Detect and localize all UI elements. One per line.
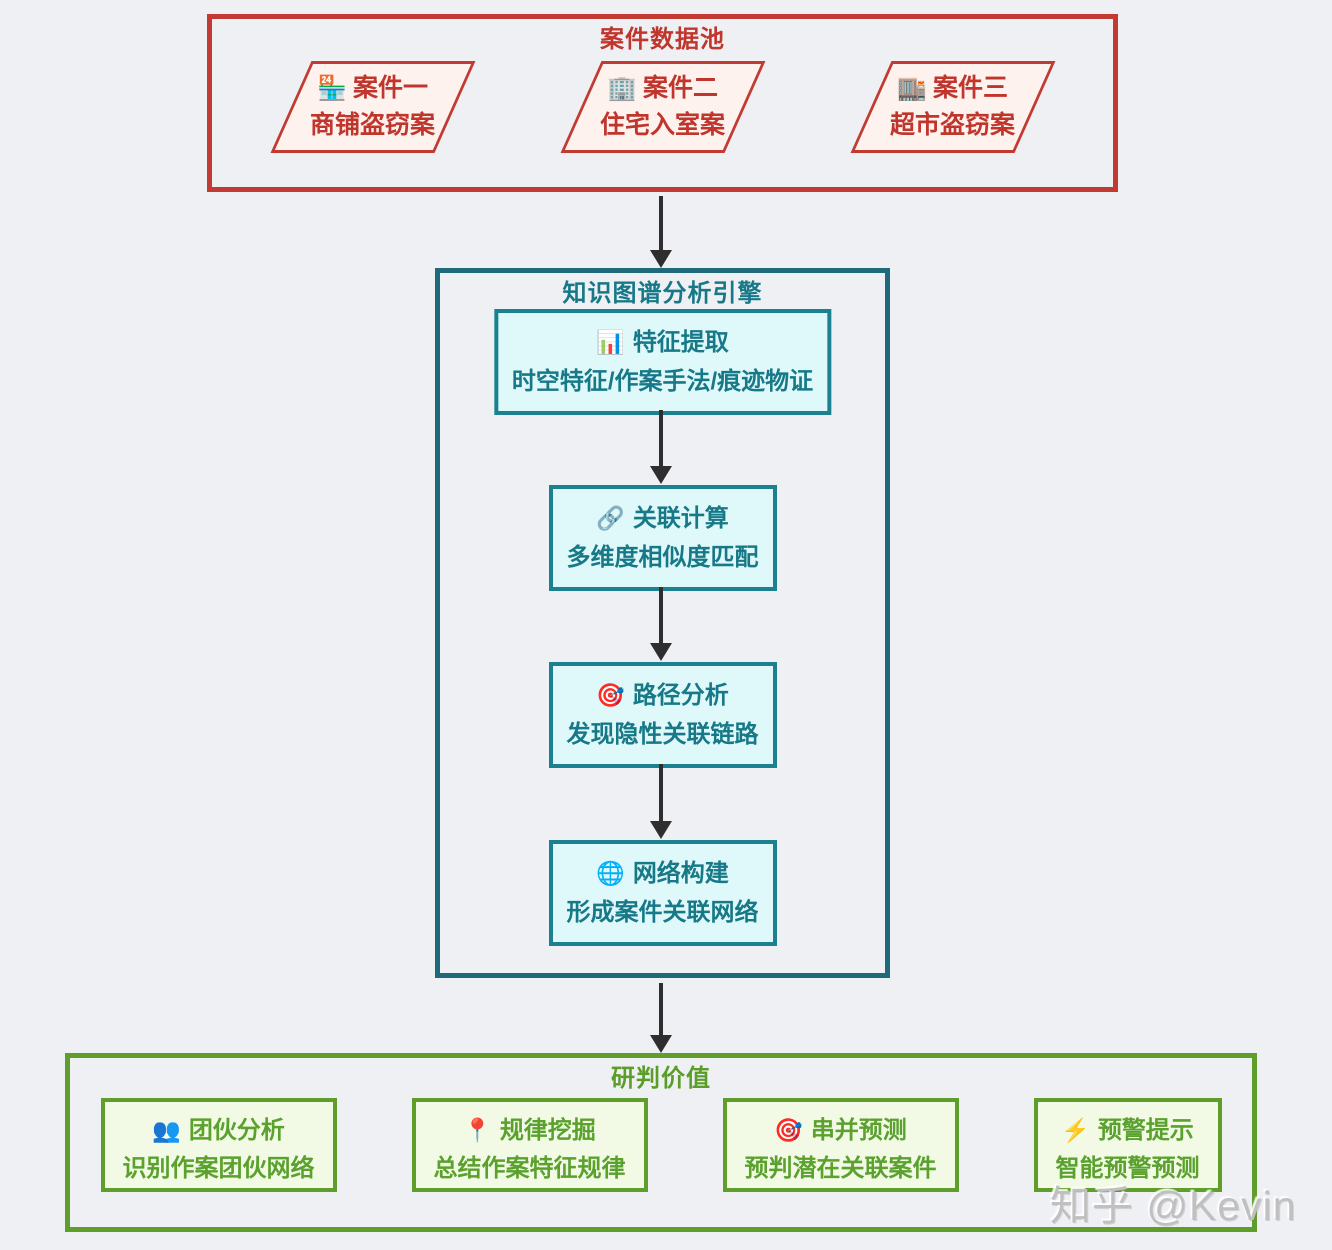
arrow-head-icon bbox=[650, 466, 672, 484]
value-pattern-mining-title-line: 📍 规律挖掘 bbox=[434, 1111, 626, 1150]
case-node-3: 🏬案件三 超市盗窃案 bbox=[847, 61, 1059, 153]
bar-chart-icon: 📊 bbox=[596, 329, 625, 355]
step-feature-extraction-title: 特征提取 bbox=[632, 329, 729, 356]
arrow-head-icon bbox=[650, 250, 672, 268]
case-node-3-title-line: 🏬案件三 bbox=[897, 70, 1008, 107]
arrow-head-icon bbox=[650, 1035, 672, 1053]
step-path-analysis-title-line: 🎯 路径分析 bbox=[567, 676, 759, 715]
analysis-value-container: 研判价值 👥 团伙分析 识别作案团伙网络 📍 规律挖掘 总结作案特征规律 🎯 串并预测… bbox=[65, 1053, 1257, 1232]
step-path-analysis-title: 路径分析 bbox=[632, 682, 729, 709]
value-warning-alert: ⚡ 预警提示 智能预警预测 bbox=[1033, 1098, 1222, 1192]
case-node-2-title-line: 🏢案件二 bbox=[607, 70, 718, 107]
arrow-engine-to-value bbox=[649, 983, 673, 1053]
target-icon: 🎯 bbox=[774, 1117, 803, 1143]
department-store-icon: 🏬 bbox=[897, 75, 927, 102]
zhihu-watermark: 知乎 @Kevin bbox=[1050, 1183, 1297, 1229]
arrow-shaft bbox=[659, 587, 663, 643]
case-data-pool-container: 案件数据池 🏪案件一 商铺盗窃案 🏢案件二 住宅入室案 🏬案件三 超市盗窃案 bbox=[207, 14, 1118, 192]
arrow-step1-to-step2 bbox=[649, 410, 673, 484]
link-icon: 🔗 bbox=[596, 505, 625, 531]
step-network-construction-subtitle: 形成案件关联网络 bbox=[566, 899, 759, 926]
step-feature-extraction-subtitle: 时空特征/作案手法/痕迹物证 bbox=[511, 368, 814, 395]
case-node-1: 🏪案件一 商铺盗窃案 bbox=[267, 61, 479, 153]
analysis-engine-container: 知识图谱分析引擎 📊 特征提取 时空特征/作案手法/痕迹物证 🔗 关联计算 多维度相… bbox=[435, 268, 890, 978]
arrow-step2-to-step3 bbox=[649, 587, 673, 661]
globe-icon: 🌐 bbox=[596, 860, 625, 886]
step-network-construction-title: 网络构建 bbox=[632, 860, 729, 887]
value-warning-alert-title-line: ⚡ 预警提示 bbox=[1056, 1111, 1200, 1150]
value-serial-prediction-title: 串并预测 bbox=[810, 1117, 907, 1144]
analysis-engine-title: 知识图谱分析引擎 bbox=[562, 280, 763, 307]
arrow-pool-to-engine bbox=[649, 196, 673, 268]
value-gang-analysis-title-line: 👥 团伙分析 bbox=[123, 1111, 315, 1150]
value-serial-prediction: 🎯 串并预测 预判潜在关联案件 bbox=[722, 1098, 959, 1192]
analysis-value-title: 研判价值 bbox=[611, 1065, 711, 1092]
value-serial-prediction-title-line: 🎯 串并预测 bbox=[745, 1111, 937, 1150]
value-gang-analysis: 👥 团伙分析 识别作案团伙网络 bbox=[100, 1098, 337, 1192]
step-path-analysis: 🎯 路径分析 发现隐性关联链路 bbox=[548, 662, 777, 768]
value-row: 👥 团伙分析 识别作案团伙网络 📍 规律挖掘 总结作案特征规律 🎯 串并预测 预判潜在… bbox=[70, 1098, 1252, 1192]
step-feature-extraction: 📊 特征提取 时空特征/作案手法/痕迹物证 bbox=[493, 309, 832, 415]
arrow-head-icon bbox=[650, 643, 672, 661]
case-node-2: 🏢案件二 住宅入室案 bbox=[557, 61, 769, 153]
people-icon: 👥 bbox=[152, 1117, 181, 1143]
value-gang-analysis-title: 团伙分析 bbox=[188, 1117, 285, 1144]
value-pattern-mining: 📍 规律挖掘 总结作案特征规律 bbox=[411, 1098, 648, 1192]
step-network-construction-title-line: 🌐 网络构建 bbox=[567, 854, 759, 893]
step-association-computation: 🔗 关联计算 多维度相似度匹配 bbox=[548, 485, 777, 591]
step-association-computation-subtitle: 多维度相似度匹配 bbox=[566, 544, 759, 571]
value-serial-prediction-subtitle: 预判潜在关联案件 bbox=[744, 1155, 937, 1182]
case-node-1-title: 案件一 bbox=[352, 74, 428, 102]
step-association-computation-title: 关联计算 bbox=[632, 505, 729, 532]
case-row: 🏪案件一 商铺盗窃案 🏢案件二 住宅入室案 🏬案件三 超市盗窃案 bbox=[212, 61, 1113, 153]
step-network-construction: 🌐 网络构建 形成案件关联网络 bbox=[548, 840, 777, 946]
lightning-icon: ⚡ bbox=[1061, 1117, 1090, 1143]
case-node-3-subtitle: 超市盗窃案 bbox=[889, 111, 1015, 139]
value-gang-analysis-subtitle: 识别作案团伙网络 bbox=[122, 1155, 315, 1182]
pushpin-icon: 📍 bbox=[463, 1117, 492, 1143]
arrow-shaft bbox=[659, 410, 663, 466]
step-association-computation-title-line: 🔗 关联计算 bbox=[567, 499, 759, 538]
office-building-icon: 🏢 bbox=[607, 75, 637, 102]
step-path-analysis-subtitle: 发现隐性关联链路 bbox=[566, 721, 759, 748]
step-feature-extraction-title-line: 📊 特征提取 bbox=[512, 323, 813, 362]
arrow-shaft bbox=[659, 764, 663, 821]
value-pattern-mining-subtitle: 总结作案特征规律 bbox=[433, 1155, 626, 1182]
value-warning-alert-subtitle: 智能预警预测 bbox=[1055, 1155, 1200, 1182]
case-node-3-title: 案件三 bbox=[932, 74, 1008, 102]
value-warning-alert-title: 预警提示 bbox=[1097, 1117, 1194, 1144]
arrow-shaft bbox=[659, 196, 663, 250]
case-data-pool-title: 案件数据池 bbox=[600, 26, 725, 53]
arrow-step3-to-step4 bbox=[649, 764, 673, 839]
value-pattern-mining-title: 规律挖掘 bbox=[499, 1117, 596, 1144]
convenience-store-icon: 🏪 bbox=[317, 75, 347, 102]
case-node-2-title: 案件二 bbox=[642, 74, 718, 102]
case-node-2-subtitle: 住宅入室案 bbox=[599, 111, 725, 139]
target-icon: 🎯 bbox=[596, 682, 625, 708]
arrow-head-icon bbox=[650, 821, 672, 839]
arrow-shaft bbox=[659, 983, 663, 1035]
case-node-1-title-line: 🏪案件一 bbox=[317, 70, 428, 107]
case-node-1-subtitle: 商铺盗窃案 bbox=[309, 111, 435, 139]
